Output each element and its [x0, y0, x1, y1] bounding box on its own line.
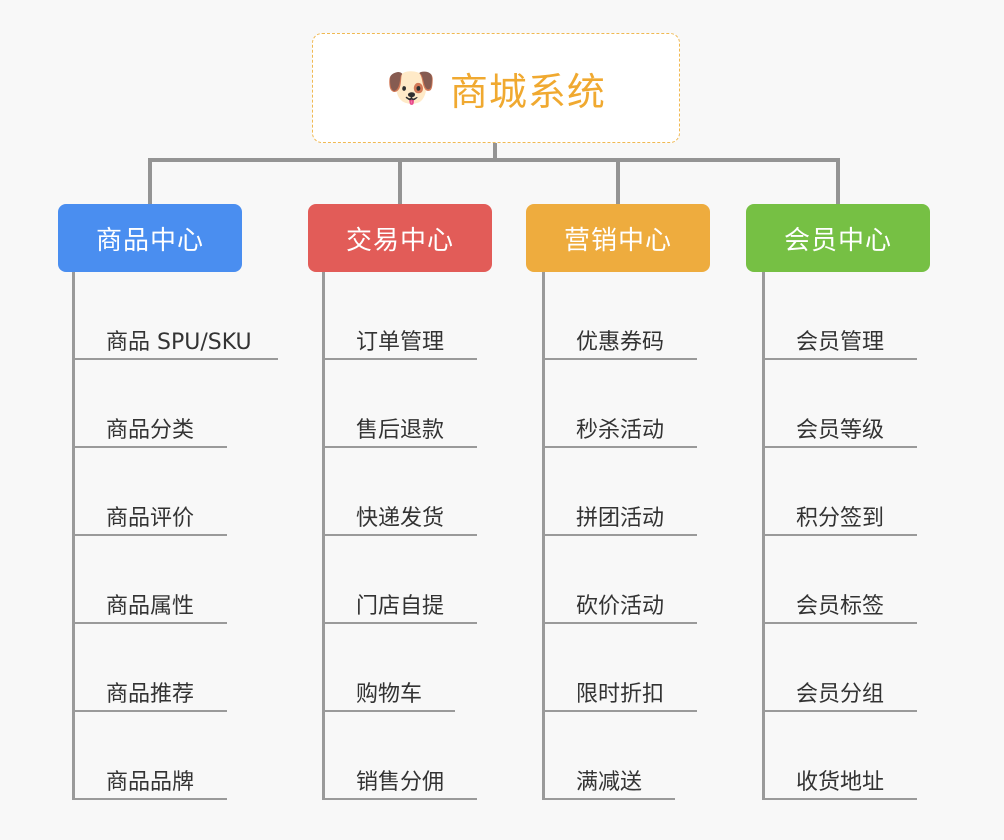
list-item-label: 收货地址	[796, 769, 885, 795]
list-item[interactable]: 商品推荐	[72, 624, 227, 712]
list-item[interactable]: 售后退款	[322, 360, 477, 448]
list-item-label: 会员分组	[796, 681, 885, 707]
list-item[interactable]: 积分签到	[762, 448, 917, 536]
root-node-title: 商城系统	[449, 69, 606, 114]
list-item[interactable]: 会员等级	[762, 360, 917, 448]
connector-horizontal-bus	[148, 158, 840, 162]
branch-trunk-line	[322, 272, 325, 800]
list-item[interactable]: 优惠券码	[542, 272, 697, 360]
list-item-label: 拼团活动	[576, 505, 665, 531]
branch-header-member-center[interactable]: 会员中心	[746, 204, 930, 272]
list-item-label: 会员管理	[796, 329, 885, 355]
list-item-label: 满减送	[576, 769, 643, 795]
list-item[interactable]: 会员管理	[762, 272, 917, 360]
root-node-mall-system[interactable]: 🐶 商城系统	[312, 33, 680, 143]
list-item-label: 订单管理	[356, 329, 445, 355]
branch-trunk-line	[762, 272, 765, 800]
list-item-label: 商品属性	[106, 593, 195, 619]
connector-drop-branch-3	[616, 158, 620, 204]
list-item[interactable]: 商品品牌	[72, 712, 227, 800]
connector-drop-branch-2	[398, 158, 402, 204]
connector-drop-branch-4	[836, 158, 840, 204]
list-item-label: 商品分类	[106, 417, 195, 443]
list-item[interactable]: 商品评价	[72, 448, 227, 536]
branch-trunk-line	[72, 272, 75, 800]
list-item[interactable]: 购物车	[322, 624, 455, 712]
list-item[interactable]: 会员标签	[762, 536, 917, 624]
list-item-label: 积分签到	[796, 505, 885, 531]
branch-header-product-center[interactable]: 商品中心	[58, 204, 242, 272]
branch-trunk-line	[542, 272, 545, 800]
list-item[interactable]: 商品分类	[72, 360, 227, 448]
list-item[interactable]: 收货地址	[762, 712, 917, 800]
list-item[interactable]: 门店自提	[322, 536, 477, 624]
list-item-label: 秒杀活动	[576, 417, 665, 443]
list-item-label: 商品评价	[106, 505, 195, 531]
branch-header-label: 会员中心	[783, 225, 892, 256]
list-item-label: 售后退款	[356, 417, 445, 443]
branch-header-marketing-center[interactable]: 营销中心	[526, 204, 710, 272]
list-item[interactable]: 限时折扣	[542, 624, 697, 712]
list-item-label: 会员等级	[796, 417, 885, 443]
branch-header-label: 营销中心	[563, 225, 672, 256]
list-item[interactable]: 商品属性	[72, 536, 227, 624]
list-item-label: 砍价活动	[576, 593, 665, 619]
list-item[interactable]: 满减送	[542, 712, 675, 800]
list-item-label: 销售分佣	[356, 769, 445, 795]
list-item-label: 商品推荐	[106, 681, 195, 707]
list-item-label: 优惠券码	[576, 329, 665, 355]
list-item[interactable]: 商品 SPU/SKU	[72, 272, 278, 360]
list-item[interactable]: 秒杀活动	[542, 360, 697, 448]
connector-drop-branch-1	[148, 158, 152, 204]
list-item-label: 限时折扣	[576, 681, 665, 707]
list-item[interactable]: 拼团活动	[542, 448, 697, 536]
list-item-label: 购物车	[356, 681, 423, 707]
shiba-inu-dog-face-icon: 🐶	[386, 65, 436, 111]
branch-header-trade-center[interactable]: 交易中心	[308, 204, 492, 272]
list-item-label: 会员标签	[796, 593, 885, 619]
list-item-label: 快递发货	[356, 505, 445, 531]
list-item-label: 商品品牌	[106, 769, 195, 795]
connector-root-stem	[493, 143, 497, 161]
branch-header-label: 商品中心	[95, 225, 204, 256]
list-item[interactable]: 订单管理	[322, 272, 477, 360]
list-item-label: 商品 SPU/SKU	[106, 329, 252, 355]
list-item[interactable]: 快递发货	[322, 448, 477, 536]
list-item-label: 门店自提	[356, 593, 445, 619]
list-item[interactable]: 销售分佣	[322, 712, 477, 800]
branch-header-label: 交易中心	[345, 225, 454, 256]
list-item[interactable]: 砍价活动	[542, 536, 697, 624]
list-item[interactable]: 会员分组	[762, 624, 917, 712]
